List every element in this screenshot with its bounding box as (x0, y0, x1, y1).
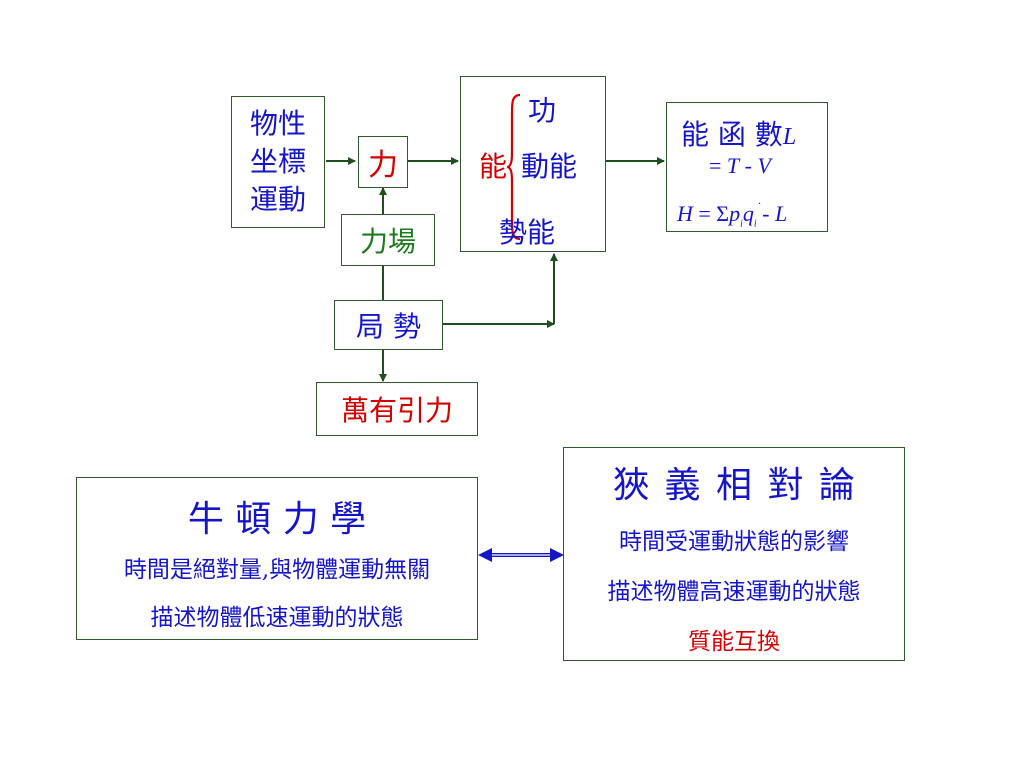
velocity-symbol: q (742, 201, 754, 226)
physical-line-1: 物性 (249, 107, 306, 140)
energy-function-title-text: 能 函 數 (681, 118, 783, 151)
physical-line-3: 運動 (249, 183, 306, 216)
relativity-box: 狹 義 相 對 論 時間受運動狀態的影響 描述物體高速運動的狀態 質能互換 (563, 447, 905, 661)
hamiltonian-eq-sum: = Σ (692, 201, 730, 226)
velocity-index: i (753, 218, 757, 230)
gravitation-label: 萬有引力 (340, 394, 453, 427)
kinetic-symbol: T (726, 153, 740, 178)
lagrangian-equation: = T - V (709, 153, 771, 179)
q-dot-mark: · (758, 199, 762, 210)
relativity-title: 狹 義 相 對 論 (613, 465, 855, 506)
relativity-line-1: 時間受運動狀態的影響 (619, 529, 849, 555)
work-label: 功 (528, 94, 557, 127)
hamiltonian-symbol: H (677, 201, 693, 226)
curly-brace (507, 93, 521, 241)
potential-label: 局 勢 (356, 310, 421, 343)
newtonian-box: 牛 頓 力 學 時間是絕對量,與物體運動無關 描述物體低速運動的狀態 (76, 477, 478, 640)
relativity-line-2: 描述物體高速運動的狀態 (607, 579, 861, 605)
physical-line-2: 坐標 (249, 145, 306, 178)
energy-label: 能 (479, 150, 508, 183)
physical-quantities-box: 物性 坐標 運動 (231, 96, 325, 228)
potential-symbol: V (757, 153, 771, 178)
momentum-symbol: p (729, 201, 741, 226)
lagrangian-symbol: L (782, 124, 797, 150)
hamiltonian-equation: H = Σpiqi - L (677, 201, 787, 229)
newtonian-title: 牛 頓 力 學 (187, 499, 367, 540)
energy-function-box: 能 函 數L = T - V H = Σpiqi - L · (666, 102, 828, 232)
gravitation-box: 萬有引力 (316, 382, 478, 436)
double-arrow-head-right (550, 548, 564, 562)
potential-box: 局 勢 (334, 300, 443, 350)
relativity-line-3: 質能互換 (688, 629, 780, 655)
potential-energy-label: 勢能 (499, 216, 556, 249)
energy-box: 能 功 動能 勢能 (460, 76, 606, 252)
newtonian-line-1: 時間是絕對量,與物體運動無關 (123, 557, 431, 583)
kinetic-energy-label: 動能 (521, 150, 578, 183)
lagrangian-minus: - (739, 153, 758, 178)
momentum-index: i (740, 218, 743, 230)
force-box: 力 (358, 136, 408, 188)
force-field-box: 力場 (341, 214, 435, 266)
force-field-label: 力場 (359, 225, 416, 258)
energy-function-title: 能 函 數L (681, 113, 796, 153)
lagrangian-eq-sign: = (709, 153, 727, 178)
hamiltonian-lagrangian-symbol: L (775, 201, 788, 226)
double-arrow-head-left (478, 548, 492, 562)
newtonian-line-2: 描述物體低速運動的狀態 (150, 605, 404, 631)
hamiltonian-minus: - (756, 201, 775, 226)
force-label: 力 (368, 148, 398, 183)
